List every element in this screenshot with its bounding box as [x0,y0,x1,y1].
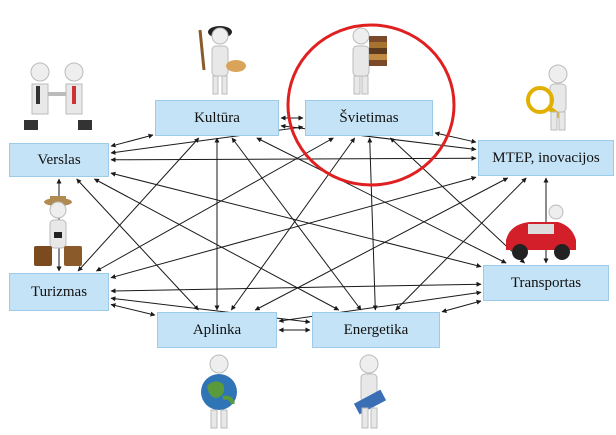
node-label: Aplinka [192,321,242,338]
arrow-kultura-energetika [231,137,362,311]
battery-figure-icon [353,354,387,429]
arrow-turizmas-aplinka [110,303,156,317]
node-turizmas: Turizmas [9,273,109,311]
painter-figure-icon [198,26,246,95]
node-label: Energetika [343,321,409,338]
car-figure-icon [506,204,576,260]
handshake-figures-icon [24,62,92,130]
magnifier-figure-icon [526,64,568,131]
node-mtep: MTEP, inovacijos [478,140,614,176]
highlight-circle [286,23,456,187]
books-figure-icon [352,27,387,95]
node-label: Turizmas [30,283,88,300]
tourist-figure-icon [34,196,82,266]
arrow-svietimas-aplinka [230,137,356,311]
arrow-transportas-energetika [441,299,482,313]
node-transportas: Transportas [483,265,609,301]
node-label: Švietimas [339,109,399,126]
arrow-turizmas-transportas [110,281,482,294]
arrow-svietimas-turizmas [95,137,334,272]
arrow-mtep-turizmas [110,176,477,279]
arrow-mtep-aplinka [254,177,509,311]
arrow-verslas-kultura [110,133,154,148]
node-aplinka: Aplinka [157,312,277,348]
arrow-verslas-mtep [110,155,477,163]
node-label: Kultūra [194,109,240,126]
arrow-svietimas-energetika [367,137,378,311]
node-label: Transportas [510,274,582,291]
arrow-svietimas-mtep [434,131,477,144]
node-verslas: Verslas [9,143,109,177]
node-kultura: Kultūra [155,100,279,136]
node-svietimas: Švietimas [305,100,433,136]
node-energetika: Energetika [312,312,440,348]
globe-figure-icon [201,354,237,429]
node-label: MTEP, inovacijos [492,149,600,166]
node-label: Verslas [37,151,81,168]
